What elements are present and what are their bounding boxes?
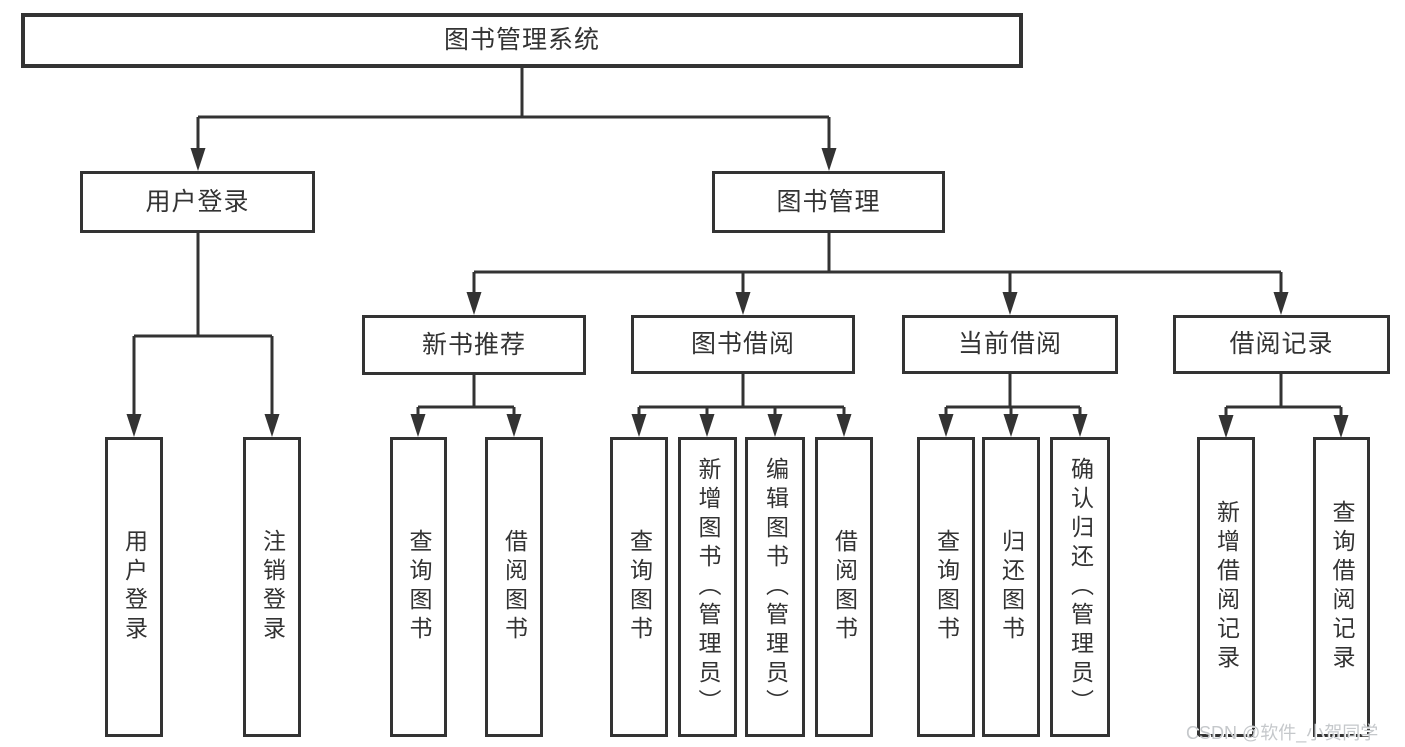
leaf-borrow-book-recommend-label: 借阅图书 xyxy=(501,529,528,645)
node-new-book-recommend: 新书推荐 xyxy=(362,315,586,375)
leaf-borrow-book: 借阅图书 xyxy=(815,437,873,737)
node-new-book-recommend-label: 新书推荐 xyxy=(421,330,526,359)
leaf-user-login: 用户登录 xyxy=(105,437,163,737)
leaf-logout: 注销登录 xyxy=(243,437,301,737)
leaf-add-borrow-record: 新增借阅记录 xyxy=(1197,437,1255,737)
node-book-management-label: 图书管理 xyxy=(776,187,881,216)
node-user-login: 用户登录 xyxy=(80,171,315,233)
node-book-borrow: 图书借阅 xyxy=(631,315,855,374)
leaf-query-borrow-record-label: 查询借阅记录 xyxy=(1329,500,1355,674)
leaf-borrow-book-recommend: 借阅图书 xyxy=(485,437,543,737)
leaf-return-book-label: 归还图书 xyxy=(998,529,1025,645)
csdn-watermark: CSDN @软件_小贺同学 xyxy=(1186,723,1379,743)
leaf-confirm-return-admin-label: 确认归还（管理员） xyxy=(1067,456,1094,718)
leaf-query-book-borrow: 查询图书 xyxy=(610,437,668,737)
leaf-query-book-current-label: 查询图书 xyxy=(933,529,960,645)
leaf-add-borrow-record-label: 新增借阅记录 xyxy=(1213,500,1240,674)
leaf-return-book: 归还图书 xyxy=(982,437,1040,737)
leaf-query-book-borrow-label: 查询图书 xyxy=(626,529,653,645)
leaf-edit-book-admin-label: 编辑图书（管理员） xyxy=(762,456,789,718)
leaf-user-login-label: 用户登录 xyxy=(121,529,148,645)
node-root: 图书管理系统 xyxy=(21,13,1023,68)
node-book-borrow-label: 图书借阅 xyxy=(690,330,795,358)
leaf-edit-book-admin: 编辑图书（管理员） xyxy=(745,437,805,737)
leaf-query-book-recommend-label: 查询图书 xyxy=(406,529,432,645)
node-borrow-records: 借阅记录 xyxy=(1173,315,1390,374)
leaf-query-book-current: 查询图书 xyxy=(917,437,975,737)
leaf-query-borrow-record: 查询借阅记录 xyxy=(1313,437,1370,737)
node-current-borrow-label: 当前借阅 xyxy=(957,330,1062,358)
node-current-borrow: 当前借阅 xyxy=(902,315,1118,374)
leaf-add-book-admin-label: 新增图书（管理员） xyxy=(695,456,721,718)
leaf-borrow-book-label: 借阅图书 xyxy=(831,529,858,645)
leaf-query-book-recommend: 查询图书 xyxy=(390,437,447,737)
leaf-logout-label: 注销登录 xyxy=(259,529,286,645)
node-book-management: 图书管理 xyxy=(712,171,945,233)
leaf-add-book-admin: 新增图书（管理员） xyxy=(678,437,737,737)
node-root-label: 图书管理系统 xyxy=(443,26,600,54)
leaf-confirm-return-admin: 确认归还（管理员） xyxy=(1050,437,1110,737)
node-user-login-label: 用户登录 xyxy=(145,187,250,216)
node-borrow-records-label: 借阅记录 xyxy=(1229,330,1334,358)
